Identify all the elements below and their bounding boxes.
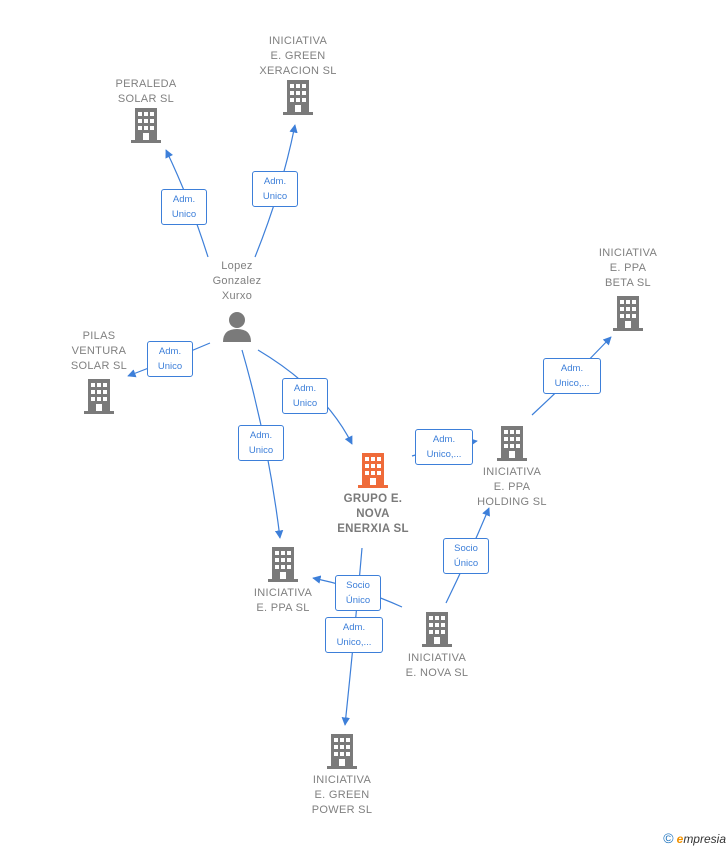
building-icon <box>358 453 388 488</box>
edge-label-grupo-green-power[interactable]: Adm. Unico,... <box>325 617 383 653</box>
edge-label-xurxo-ppa[interactable]: Adm. Unico <box>238 425 284 461</box>
node-label: GRUPO E. NOVA ENERXIA SL <box>337 493 409 535</box>
building-icon <box>283 80 313 115</box>
node-iniciativa-e-green-xeracion[interactable]: INICIATIVA E. GREEN XERACION SL <box>238 34 358 115</box>
node-label: INICIATIVA E. PPA SL <box>253 587 313 614</box>
person-icon <box>223 312 251 342</box>
brand-logo-initial: e <box>676 832 684 846</box>
building-icon <box>613 296 643 331</box>
node-label: INICIATIVA E. PPA HOLDING SL <box>477 466 547 508</box>
node-label: INICIATIVA E. NOVA SL <box>405 652 469 679</box>
brand-logo-text: mpresia <box>683 832 726 846</box>
node-peraleda-solar[interactable]: PERALEDA SOLAR SL <box>86 77 206 143</box>
node-label: PERALEDA SOLAR SL <box>115 78 177 105</box>
building-icon <box>327 734 357 769</box>
building-icon <box>131 108 161 143</box>
edge-label-nova-ppa[interactable]: Socio Único <box>335 575 381 611</box>
edge-label-xurxo-peraleda[interactable]: Adm. Unico <box>161 189 207 225</box>
building-icon <box>84 379 114 414</box>
building-icon <box>268 547 298 582</box>
node-iniciativa-e-ppa-holding[interactable]: INICIATIVA E. PPA HOLDING SL <box>452 425 572 510</box>
footer-brand: ©empresia <box>663 830 726 846</box>
node-label: INICIATIVA E. GREEN XERACION SL <box>259 35 337 77</box>
node-grupo-e-nova-enerxia[interactable]: GRUPO E. NOVA ENERXIA SL <box>313 452 433 537</box>
node-lopez-gonzalez-xurxo[interactable]: Lopez Gonzalez Xurxo <box>177 259 297 344</box>
node-iniciativa-e-green-power[interactable]: INICIATIVA E. GREEN POWER SL <box>282 733 402 818</box>
node-iniciativa-e-ppa[interactable]: INICIATIVA E. PPA SL <box>223 546 343 616</box>
edge-label-grupo-holding[interactable]: Adm. Unico,... <box>415 429 473 465</box>
node-label: Lopez Gonzalez Xurxo <box>212 260 262 302</box>
edge-label-xurxo-pilas[interactable]: Adm. Unico <box>147 341 193 377</box>
edge-label-xurxo-green-xeracion[interactable]: Adm. Unico <box>252 171 298 207</box>
node-iniciativa-e-nova[interactable]: INICIATIVA E. NOVA SL <box>377 611 497 681</box>
edge-label-xurxo-grupo[interactable]: Adm. Unico <box>282 378 328 414</box>
node-label: PILAS VENTURA SOLAR SL <box>70 330 128 372</box>
building-icon <box>497 426 527 461</box>
node-pilas-ventura-solar[interactable]: PILAS VENTURA SOLAR SL <box>39 329 159 414</box>
building-icon <box>422 612 452 647</box>
edge-label-holding-beta[interactable]: Adm. Unico,... <box>543 358 601 394</box>
copyright-symbol: © <box>663 830 674 846</box>
node-label: INICIATIVA E. GREEN POWER SL <box>311 774 373 816</box>
node-iniciativa-e-ppa-beta[interactable]: INICIATIVA E. PPA BETA SL <box>568 246 688 331</box>
node-label: INICIATIVA E. PPA BETA SL <box>598 247 658 289</box>
edge-label-nova-holding[interactable]: Socio Único <box>443 538 489 574</box>
